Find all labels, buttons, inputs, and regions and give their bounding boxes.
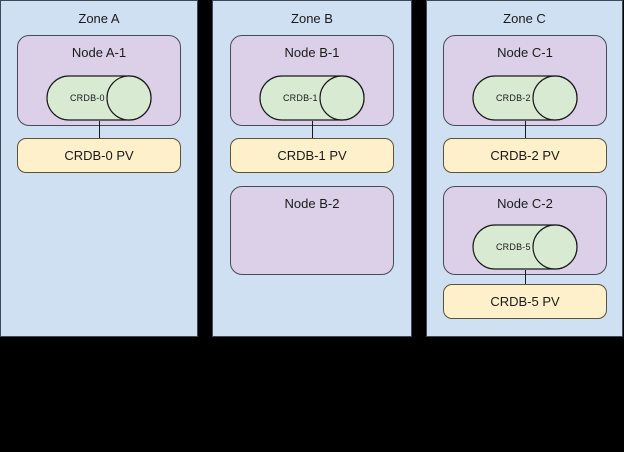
pv-box-crdb-1[interactable]: CRDB-1 PV (230, 138, 394, 173)
connector-a-1 (99, 121, 100, 139)
node-title-b-1: Node B-1 (284, 45, 340, 60)
pv-label-crdb-2: CRDB-2 PV (490, 147, 560, 163)
connector-b-1 (312, 121, 313, 139)
zone-title-a: Zone A (78, 11, 120, 26)
connector-c-1 (525, 121, 526, 139)
node-title-c-1: Node C-1 (497, 45, 553, 60)
pv-box-crdb-2[interactable]: CRDB-2 PV (443, 138, 607, 173)
zone-title-b: Zone B (291, 11, 333, 26)
database-cylinder-crdb-1[interactable]: CRDB-1 (259, 75, 365, 121)
database-cylinder-crdb-0[interactable]: CRDB-0 (46, 75, 152, 121)
node-box-b-2[interactable]: Node B-2 (230, 186, 394, 275)
node-title-c-2: Node C-2 (497, 196, 553, 211)
connector-c-2 (525, 270, 526, 285)
pv-box-crdb-0[interactable]: CRDB-0 PV (17, 138, 181, 173)
database-cylinder-crdb-5[interactable]: CRDB-5 (472, 224, 578, 270)
zone-title-c: Zone C (503, 11, 546, 26)
pv-box-crdb-5[interactable]: CRDB-5 PV (443, 284, 607, 319)
pv-label-crdb-0: CRDB-0 PV (64, 147, 134, 163)
pv-label-crdb-1: CRDB-1 PV (277, 147, 347, 163)
database-cylinder-crdb-2[interactable]: CRDB-2 (472, 75, 578, 121)
node-title-b-2: Node B-2 (284, 196, 340, 211)
node-title-a-1: Node A-1 (71, 45, 127, 60)
pv-label-crdb-5: CRDB-5 PV (490, 293, 560, 309)
